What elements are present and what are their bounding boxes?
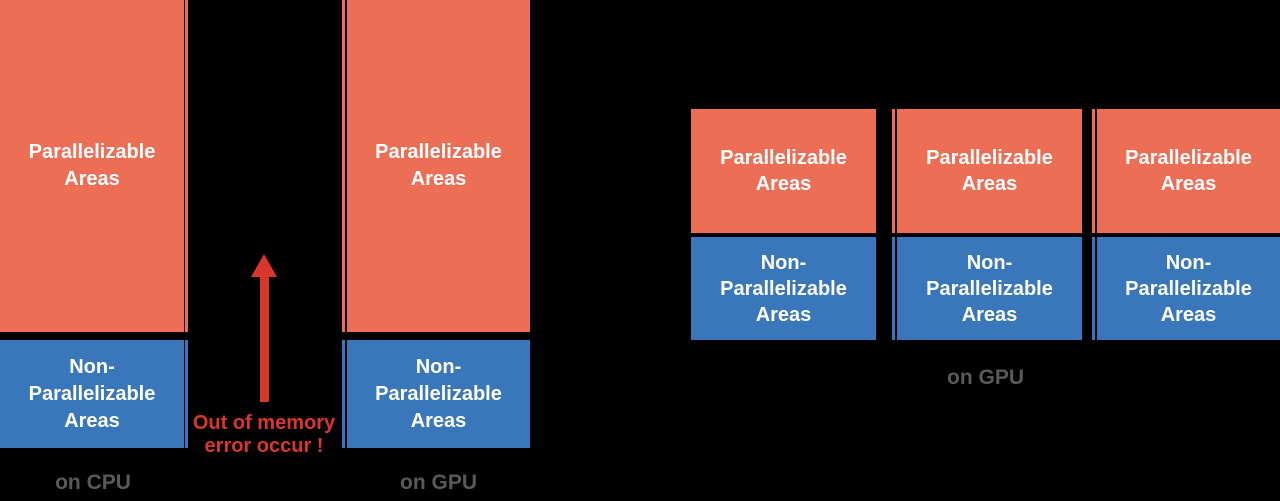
device-label-gpu-left: on GPU	[400, 471, 477, 494]
block-label-line: Areas	[755, 173, 812, 195]
device-label-gpu-right: on GPU	[947, 366, 1024, 389]
column-edge-sliver	[1092, 237, 1095, 340]
parallelizable-block-gpu: Parallelizable Areas	[347, 0, 530, 332]
non-parallelizable-block-gpu3: Non- Parallelizable Areas	[1097, 237, 1280, 340]
block-label-line: Areas	[1160, 173, 1217, 195]
parallelizable-block-cpu: Parallelizable Areas	[0, 0, 184, 332]
block-label-line: Parallelizable	[1125, 147, 1252, 169]
block-label-line: Areas	[410, 168, 467, 190]
block-label-line: Non-	[415, 355, 462, 378]
device-label-cpu: on CPU	[55, 471, 131, 494]
block-label-line: Areas	[961, 173, 1018, 195]
block-label-line: Parallelizable	[1125, 277, 1252, 300]
block-label-line: Parallelizable	[926, 147, 1053, 169]
error-text-line: error occur !	[204, 435, 324, 457]
block-label-line: Non-	[69, 355, 115, 378]
column-edge-sliver	[185, 340, 188, 448]
block-label-line: Areas	[64, 168, 120, 190]
parallelizable-block-gpu2: Parallelizable Areas	[897, 109, 1082, 233]
column-edge-sliver	[1092, 109, 1095, 233]
column-edge-sliver	[342, 0, 345, 332]
block-label-line: Parallelizable	[28, 382, 156, 405]
parallelizable-block-gpu1: Parallelizable Areas	[691, 109, 876, 233]
parallelizable-block-gpu3: Parallelizable Areas	[1097, 109, 1280, 233]
column-edge-sliver	[892, 237, 895, 340]
column-edge-sliver	[892, 109, 895, 233]
block-label-line: Areas	[1160, 303, 1217, 326]
block-label-line: Parallelizable	[375, 141, 502, 163]
non-parallelizable-block-cpu: Non- Parallelizable Areas	[0, 340, 184, 448]
column-edge-sliver	[185, 0, 188, 332]
block-label-line: Parallelizable	[720, 277, 847, 300]
non-parallelizable-block-gpu1: Non- Parallelizable Areas	[691, 237, 876, 340]
block-label-line: Areas	[961, 303, 1018, 326]
block-label-line: Parallelizable	[28, 141, 156, 163]
non-parallelizable-block-gpu2: Non- Parallelizable Areas	[897, 237, 1082, 340]
block-label-line: Parallelizable	[375, 382, 502, 405]
block-label-line: Non-	[966, 251, 1013, 274]
block-label-line: Non-	[760, 251, 807, 274]
column-edge-sliver	[342, 340, 345, 448]
block-label-line: Areas	[410, 409, 467, 432]
block-label-line: Parallelizable	[720, 147, 847, 169]
up-arrow-shaft	[260, 275, 269, 402]
up-arrow-icon	[251, 254, 277, 277]
block-label-line: Parallelizable	[926, 277, 1053, 300]
out-of-memory-text: Out of memory error occur !	[164, 412, 364, 458]
block-label-line: Non-	[1165, 251, 1212, 274]
non-parallelizable-block-gpu: Non- Parallelizable Areas	[347, 340, 530, 448]
error-text-line: Out of memory	[192, 412, 336, 434]
block-label-line: Areas	[755, 303, 812, 326]
block-label-line: Areas	[64, 409, 120, 432]
